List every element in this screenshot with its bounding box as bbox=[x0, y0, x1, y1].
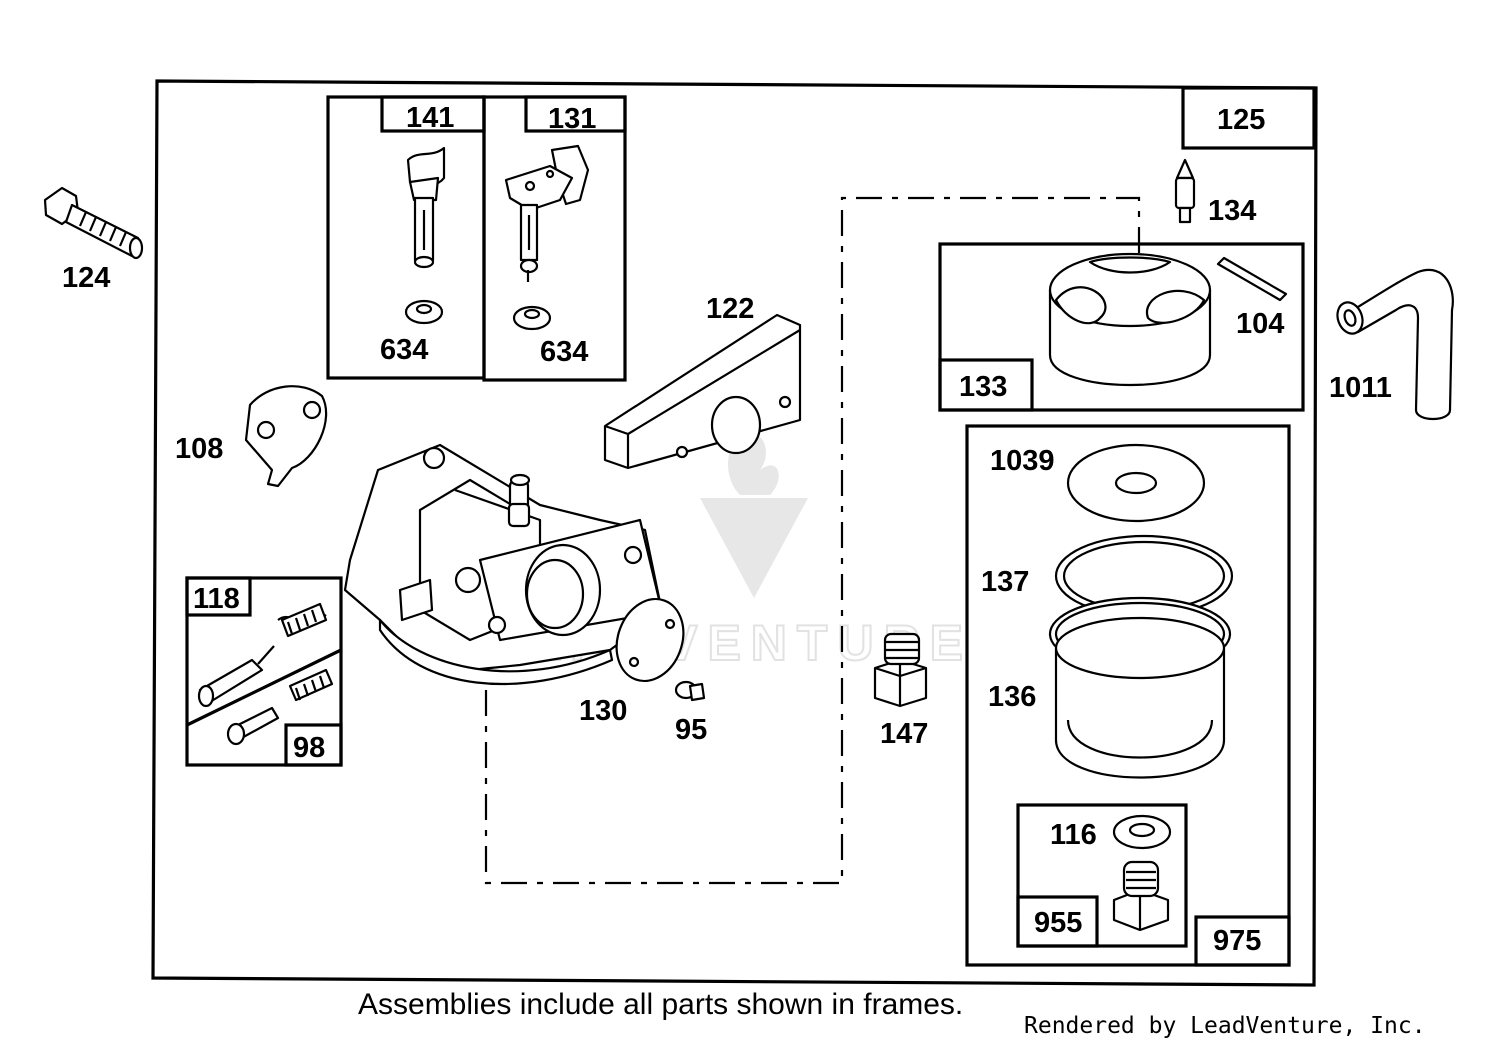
frame-118-divider bbox=[186, 648, 342, 727]
callout-124: 124 bbox=[62, 262, 110, 294]
frame-131-tab bbox=[524, 95, 627, 133]
callout-116: 116 bbox=[1050, 819, 1097, 851]
gasket-1039-icon bbox=[1066, 443, 1206, 523]
throttle-shaft-131-icon bbox=[504, 144, 590, 282]
callout-95: 95 bbox=[675, 714, 707, 746]
washer-116-icon bbox=[1112, 814, 1172, 850]
float-133-icon bbox=[1048, 252, 1212, 387]
callout-137: 137 bbox=[981, 566, 1029, 598]
callout-634-a: 634 bbox=[380, 334, 428, 366]
callout-104: 104 bbox=[1236, 308, 1284, 340]
callout-955: 955 bbox=[1034, 907, 1082, 939]
frame-133 bbox=[938, 242, 1305, 412]
frame-955 bbox=[1016, 803, 1188, 948]
mixture-screw-118-icon bbox=[197, 602, 328, 708]
idle-screw-98-icon bbox=[226, 668, 334, 746]
needle-134-icon bbox=[1174, 158, 1196, 224]
callout-1011: 1011 bbox=[1329, 372, 1392, 404]
hose-1011-icon bbox=[1336, 268, 1454, 421]
callout-1039: 1039 bbox=[990, 445, 1055, 477]
bowl-nut-955-icon bbox=[1112, 860, 1170, 932]
plug-147-icon bbox=[873, 632, 928, 708]
render-credit: Rendered by LeadVenture, Inc. bbox=[1024, 1013, 1426, 1039]
bolt-124-icon bbox=[43, 186, 144, 260]
callout-136: 136 bbox=[988, 681, 1036, 713]
callout-134: 134 bbox=[1208, 195, 1256, 227]
frame-118-tab bbox=[185, 576, 252, 617]
frame-98-tab bbox=[284, 723, 343, 767]
choke-shaft-141-icon bbox=[406, 146, 446, 269]
assembly-dashed-line bbox=[484, 196, 1141, 885]
gasket-122-icon bbox=[603, 313, 802, 470]
carburetor-body-icon bbox=[343, 443, 664, 686]
callout-108: 108 bbox=[175, 433, 223, 465]
frame-975 bbox=[965, 424, 1291, 967]
frame-125-tab bbox=[1181, 86, 1316, 150]
washer-634-icon bbox=[512, 305, 552, 331]
callout-98: 98 bbox=[293, 732, 325, 764]
disc-130-icon bbox=[615, 597, 685, 683]
plate-108-icon bbox=[244, 385, 328, 488]
callout-141: 141 bbox=[406, 102, 454, 134]
float-bowl-136-icon bbox=[1054, 616, 1226, 779]
callout-131: 131 bbox=[548, 103, 596, 135]
callout-147: 147 bbox=[880, 718, 928, 750]
callout-125: 125 bbox=[1217, 104, 1265, 136]
callout-118: 118 bbox=[193, 583, 240, 615]
assemblies-caption: Assemblies include all parts shown in fr… bbox=[358, 988, 964, 1021]
pin-104-icon bbox=[1216, 256, 1288, 302]
main-frame bbox=[151, 79, 1318, 987]
callout-122: 122 bbox=[706, 293, 754, 325]
washer-634-icon bbox=[404, 299, 444, 325]
frame-133-tab bbox=[938, 358, 1034, 412]
frame-955-tab bbox=[1016, 895, 1099, 948]
frame-975-tab bbox=[1194, 915, 1291, 967]
callout-975: 975 bbox=[1213, 925, 1261, 957]
frame-118 bbox=[185, 576, 343, 767]
screw-95-icon bbox=[674, 680, 706, 702]
callout-130: 130 bbox=[579, 695, 627, 727]
watermark-logo bbox=[700, 433, 808, 598]
callout-133: 133 bbox=[959, 371, 1007, 403]
callout-634-b: 634 bbox=[540, 336, 588, 368]
frame-141-tab bbox=[380, 95, 486, 133]
